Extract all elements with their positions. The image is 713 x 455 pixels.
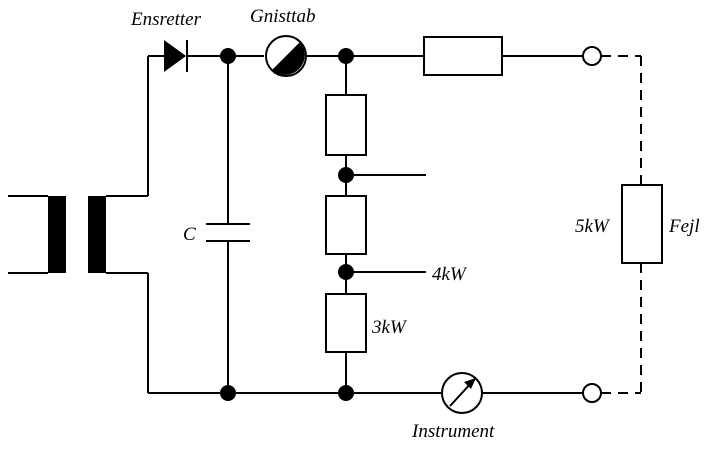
instrument-arrowhead <box>464 378 476 389</box>
instrument-label: Instrument <box>411 421 495 442</box>
junction-dot <box>338 48 354 64</box>
transformer-core-right <box>88 196 106 273</box>
fault-label: Fejl <box>668 216 700 237</box>
capacitor <box>206 56 250 393</box>
diode-triangle <box>164 40 186 72</box>
capacitor-label: C <box>183 224 196 245</box>
series-resistor <box>423 36 503 76</box>
bottom-terminal <box>582 383 602 403</box>
fault-path <box>601 55 663 394</box>
junction-dot <box>220 48 236 64</box>
transformer <box>8 195 148 274</box>
rectifier-label: Ensretter <box>130 9 202 30</box>
resistor-4k-label: 4kW <box>432 264 468 285</box>
divider-resistor-middle <box>325 195 367 255</box>
junction-dot <box>338 385 354 401</box>
junction-dot <box>220 385 236 401</box>
junction-dot <box>338 167 354 183</box>
top-terminal <box>582 46 602 66</box>
divider-resistor-top <box>325 94 367 156</box>
rectifier-diode <box>164 40 188 72</box>
resistor-3k-label: 3kW <box>371 317 408 338</box>
spark-gap <box>265 35 307 77</box>
fault-resistor <box>621 184 663 264</box>
junction-dot <box>338 264 354 280</box>
transformer-core-left <box>48 196 66 273</box>
resistor-5k-label: 5kW <box>575 216 611 237</box>
spark-gap-label: Gnisttab <box>250 6 315 27</box>
junction-dots <box>220 48 354 401</box>
spark-gap-fill <box>271 41 305 75</box>
divider-column <box>325 56 426 393</box>
divider-resistor-bottom <box>325 293 367 353</box>
instrument-meter <box>441 372 483 414</box>
